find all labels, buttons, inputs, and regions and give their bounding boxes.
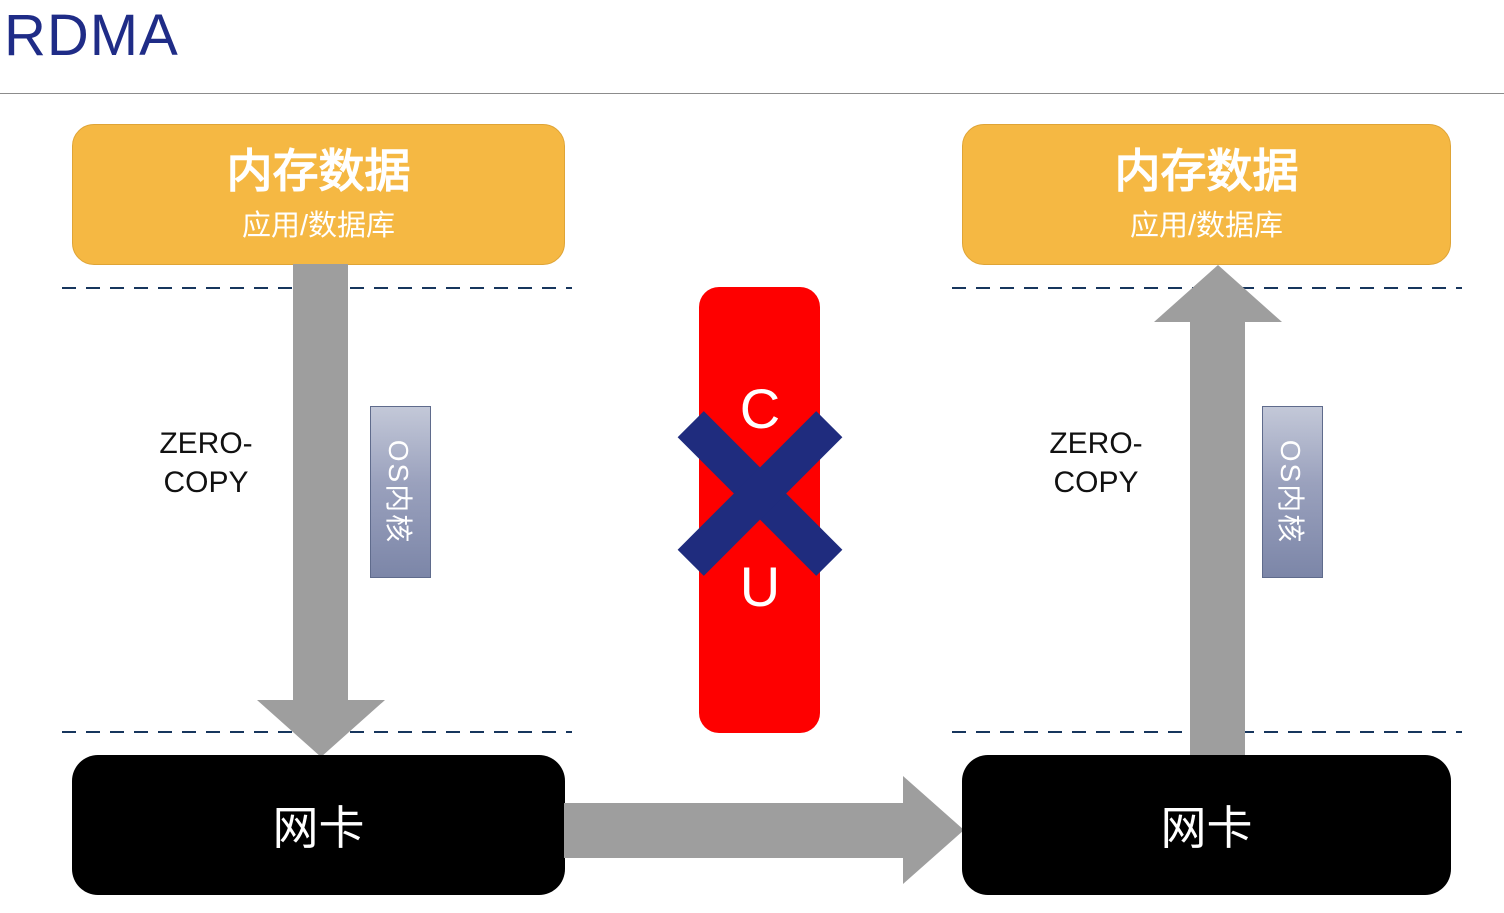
right-up-arrow-shaft [1190,320,1245,755]
left-memory-subtitle: 应用/数据库 [241,209,396,242]
right-nic-label: 网卡 [1160,802,1253,854]
right-zero-copy-label: ZERO-COPY [1049,427,1143,499]
nic-transfer-arrow-head [903,776,964,884]
nic-transfer-arrow-shaft [564,803,905,858]
right-os-kernel-label: OS内核 [1275,439,1307,545]
page-title: RDMA [4,3,179,68]
left-zero-copy-label: ZERO-COPY [159,427,253,499]
right-nic-box: 网卡 [962,755,1451,895]
left-nic-box: 网卡 [72,755,565,895]
title-divider [0,93,1504,94]
left-nic-label: 网卡 [272,802,365,854]
left-memory-box: 内存数据 应用/数据库 [72,124,565,265]
right-os-kernel-box: OS内核 [1262,406,1323,578]
right-up-arrow-head [1154,265,1282,322]
left-os-kernel-box: OS内核 [370,406,431,578]
right-memory-box: 内存数据 应用/数据库 [962,124,1451,265]
left-memory-title: 内存数据 [226,145,411,198]
right-memory-subtitle: 应用/数据库 [1129,209,1284,242]
left-os-kernel-label: OS内核 [383,439,415,545]
left-down-arrow-shaft [293,264,348,702]
right-memory-title: 内存数据 [1114,145,1299,198]
left-down-arrow-head [257,700,385,757]
